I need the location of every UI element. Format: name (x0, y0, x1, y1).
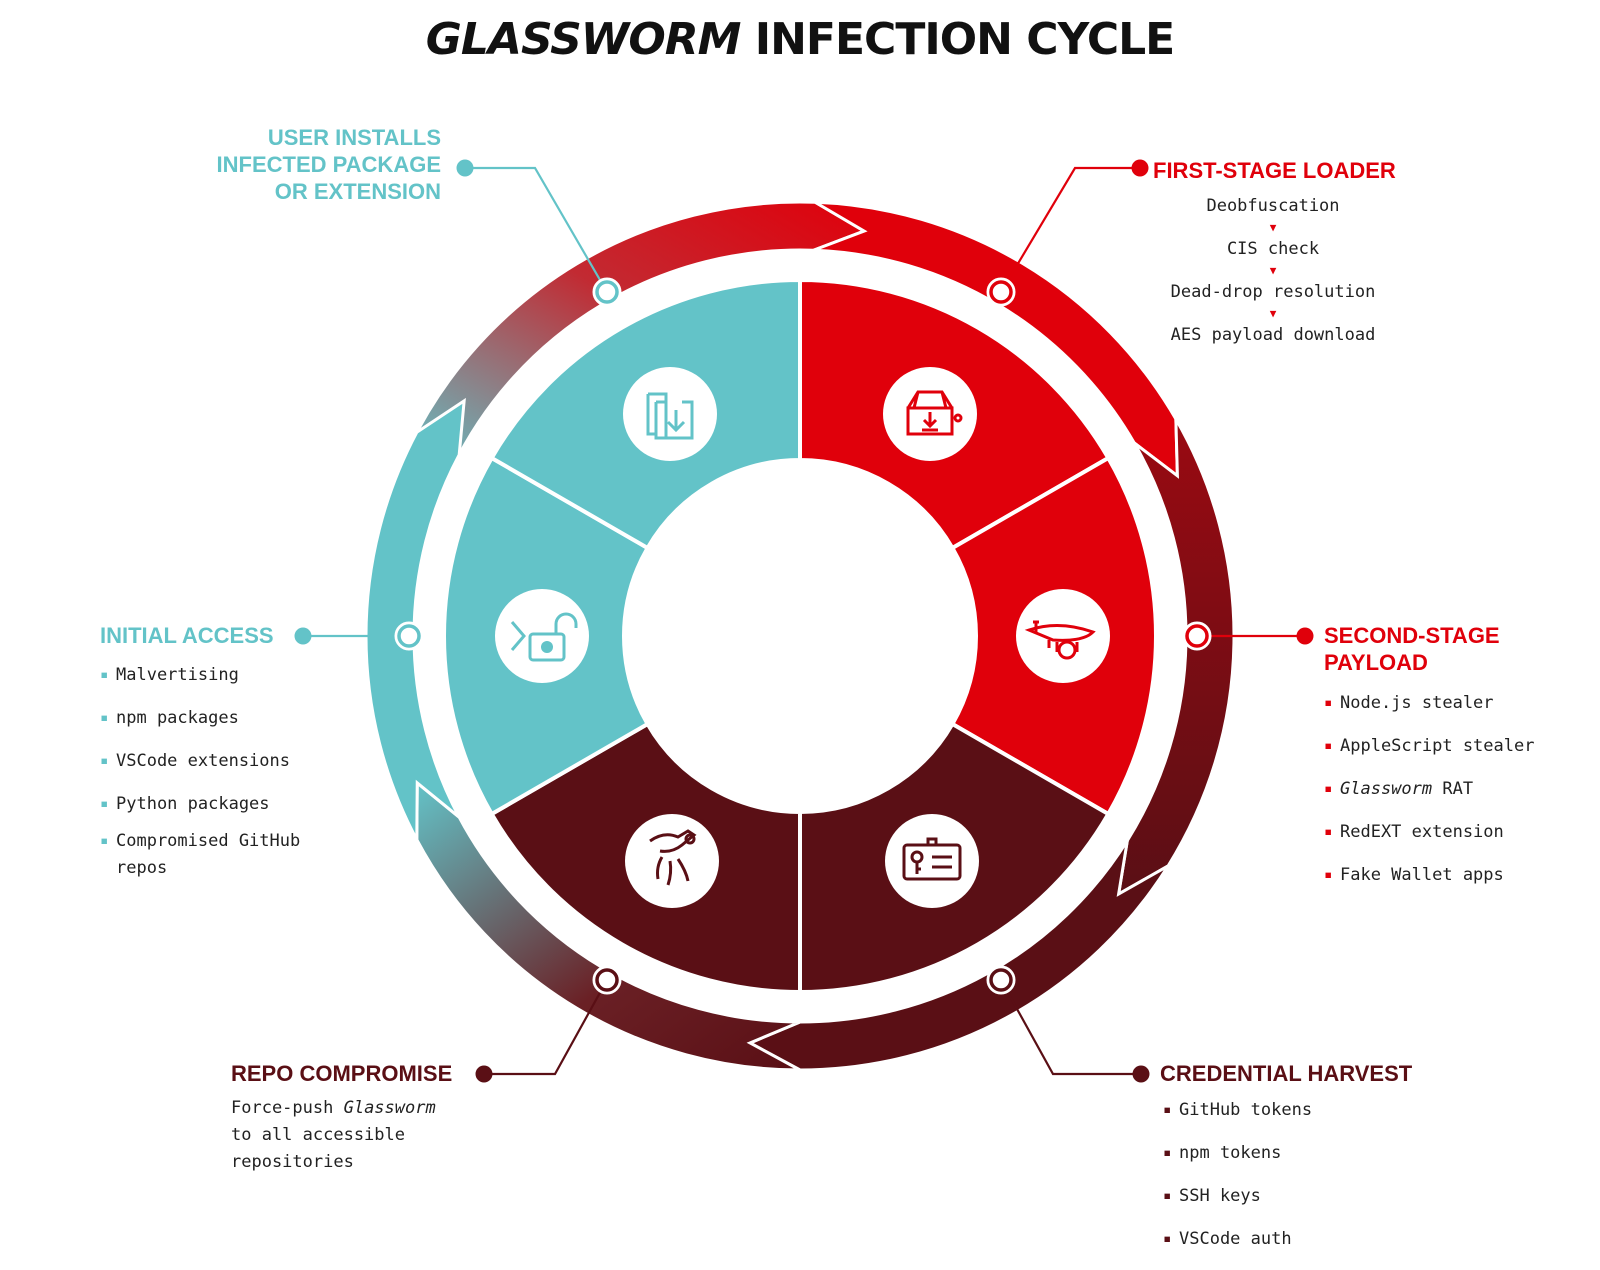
label-dot (1132, 1065, 1150, 1083)
step-cis-check: CIS check (1226, 239, 1320, 259)
connector-first-stage (986, 159, 1149, 307)
list-item: ▪Compromised GitHub repos (100, 831, 301, 878)
repo-compromise-heading: REPO COMPROMISE (231, 1061, 453, 1086)
first-stage-steps: Deobfuscation ▼ CIS check ▼ Dead-drop re… (1133, 195, 1413, 346)
connector-line (1000, 979, 1141, 1076)
label-dot (456, 159, 474, 177)
list-item: ▪RedEXT extension (1324, 822, 1504, 842)
user-installs-line-2: INFECTED PACKAGE (216, 152, 442, 177)
step-arrow-icon: ▼ (1269, 221, 1277, 234)
step-arrow-icon: ▼ (1269, 307, 1277, 320)
list-item: ▪Node.js stealer (1324, 693, 1494, 713)
step-arrow-icon: ▼ (1269, 264, 1277, 277)
page-title: GLASSWORM INFECTION CYCLE (0, 14, 1600, 65)
list-item: ▪Malvertising (100, 665, 239, 685)
connector-credential-harvest (986, 965, 1150, 1083)
stage-icons (495, 367, 1110, 908)
ring-marker (595, 968, 619, 992)
connector-line (465, 166, 608, 293)
ring-marker (397, 624, 421, 648)
download-to-folder-icon (623, 367, 717, 461)
biohazard-drone-icon (1016, 589, 1110, 683)
connector-line (484, 979, 608, 1076)
second-stage-line-1: SECOND-STAGE (1324, 623, 1500, 648)
hand-stealing-key-icon (625, 814, 719, 908)
ring-marker (989, 968, 1013, 992)
list-item: ▪VSCode extensions (100, 751, 290, 771)
user-installs-line-1: USER INSTALLS (267, 125, 441, 150)
list-item: ▪npm tokens (1163, 1143, 1282, 1163)
label-dot (1131, 159, 1149, 177)
id-card-key-icon (885, 814, 979, 908)
initial-access-list: ▪Malvertising ▪npm packages ▪VSCode exte… (100, 662, 300, 898)
connector-second-stage (1182, 621, 1314, 651)
ring-marker (989, 280, 1013, 304)
step-deobfuscation: Deobfuscation (1206, 196, 1340, 216)
list-item: ▪Fake Wallet apps (1324, 865, 1504, 885)
step-dead-drop: Dead-drop resolution (1170, 282, 1376, 302)
list-item: ▪Glassworm RAT (1324, 779, 1474, 799)
list-item: ▪GitHub tokens (1163, 1100, 1313, 1120)
ring-marker (595, 280, 619, 304)
initial-access-heading: INITIAL ACCESS (100, 623, 274, 648)
user-installs-heading: USER INSTALLS INFECTED PACKAGE OR EXTENS… (217, 124, 442, 205)
user-installs-line-3: OR EXTENSION (274, 179, 441, 204)
connector-user-installs (456, 159, 622, 307)
label-dot (294, 627, 312, 645)
first-stage-heading: FIRST-STAGE LOADER (1153, 158, 1396, 183)
title-rest: INFECTION CYCLE (754, 14, 1175, 65)
second-stage-heading: SECOND-STAGE PAYLOAD (1324, 622, 1500, 676)
outer-cycle-ring (364, 200, 1236, 1072)
outer-arrow-initial-access (364, 397, 466, 841)
package-download-icon (883, 367, 977, 461)
connector-initial-access (294, 621, 424, 651)
list-item: ▪VSCode auth (1163, 1229, 1292, 1249)
label-dot (475, 1065, 493, 1083)
list-item: ▪AppleScript stealer (1324, 736, 1535, 756)
ring-marker (1185, 624, 1209, 648)
list-item: ▪npm packages (100, 708, 239, 728)
step-aes-download: AES payload download (1170, 325, 1376, 345)
callout-connectors (294, 159, 1314, 1083)
credential-harvest-list: ▪GitHub tokens ▪npm tokens ▪SSH keys ▪VS… (1163, 1097, 1312, 1269)
second-stage-list: ▪Node.js stealer ▪AppleScript stealer ▪Gla… (1324, 690, 1534, 905)
list-item: ▪SSH keys (1163, 1186, 1261, 1206)
credential-harvest-heading: CREDENTIAL HARVEST (1160, 1061, 1413, 1086)
second-stage-line-2: PAYLOAD (1324, 650, 1428, 675)
list-item: ▪Python packages (100, 794, 270, 814)
label-dot (1296, 627, 1314, 645)
open-padlock-terminal-icon (495, 589, 589, 683)
title-italic: GLASSWORM (425, 14, 742, 65)
repo-compromise-text: Force-push Glassworm to all accessible r… (231, 1098, 436, 1172)
connector-line (1000, 166, 1140, 293)
connector-repo-compromise (475, 965, 622, 1083)
